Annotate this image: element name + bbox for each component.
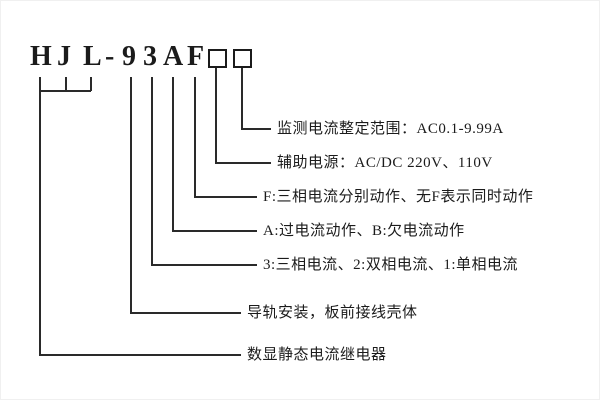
model-char-dash: - <box>105 41 115 72</box>
model-char-a: A <box>163 41 184 72</box>
connector-line-box2 <box>241 68 271 130</box>
model-char-f: F <box>187 41 205 72</box>
label-phase-count: 3:三相电流、2:双相电流、1:单相电流 <box>263 257 519 273</box>
connector-line-f <box>194 77 257 198</box>
model-char-h: H <box>30 41 52 72</box>
model-char-3: 3 <box>143 41 157 72</box>
connector-line-box1 <box>215 68 271 164</box>
label-aux-power: 辅助电源：AC/DC 220V、110V <box>277 155 493 171</box>
label-mounting: 导轨安装，板前接线壳体 <box>247 305 418 321</box>
model-placeholder-box-1 <box>208 49 227 68</box>
label-setting-range: 监测电流整定范围：AC0.1-9.99A <box>277 121 504 137</box>
connector-line-a <box>172 77 257 232</box>
connector-line-hjl <box>39 77 241 356</box>
label-ab-action: A:过电流动作、B:欠电流动作 <box>263 223 465 239</box>
model-char-l: L <box>83 41 102 72</box>
connector-line-3 <box>151 77 257 266</box>
label-product-name: 数显静态电流继电器 <box>247 347 387 363</box>
model-placeholder-box-2 <box>233 49 252 68</box>
model-char-j: J <box>57 41 71 72</box>
label-f-mode: F:三相电流分别动作、无F表示同时动作 <box>263 189 534 205</box>
model-char-9: 9 <box>122 41 136 72</box>
connector-line-9 <box>130 77 241 314</box>
